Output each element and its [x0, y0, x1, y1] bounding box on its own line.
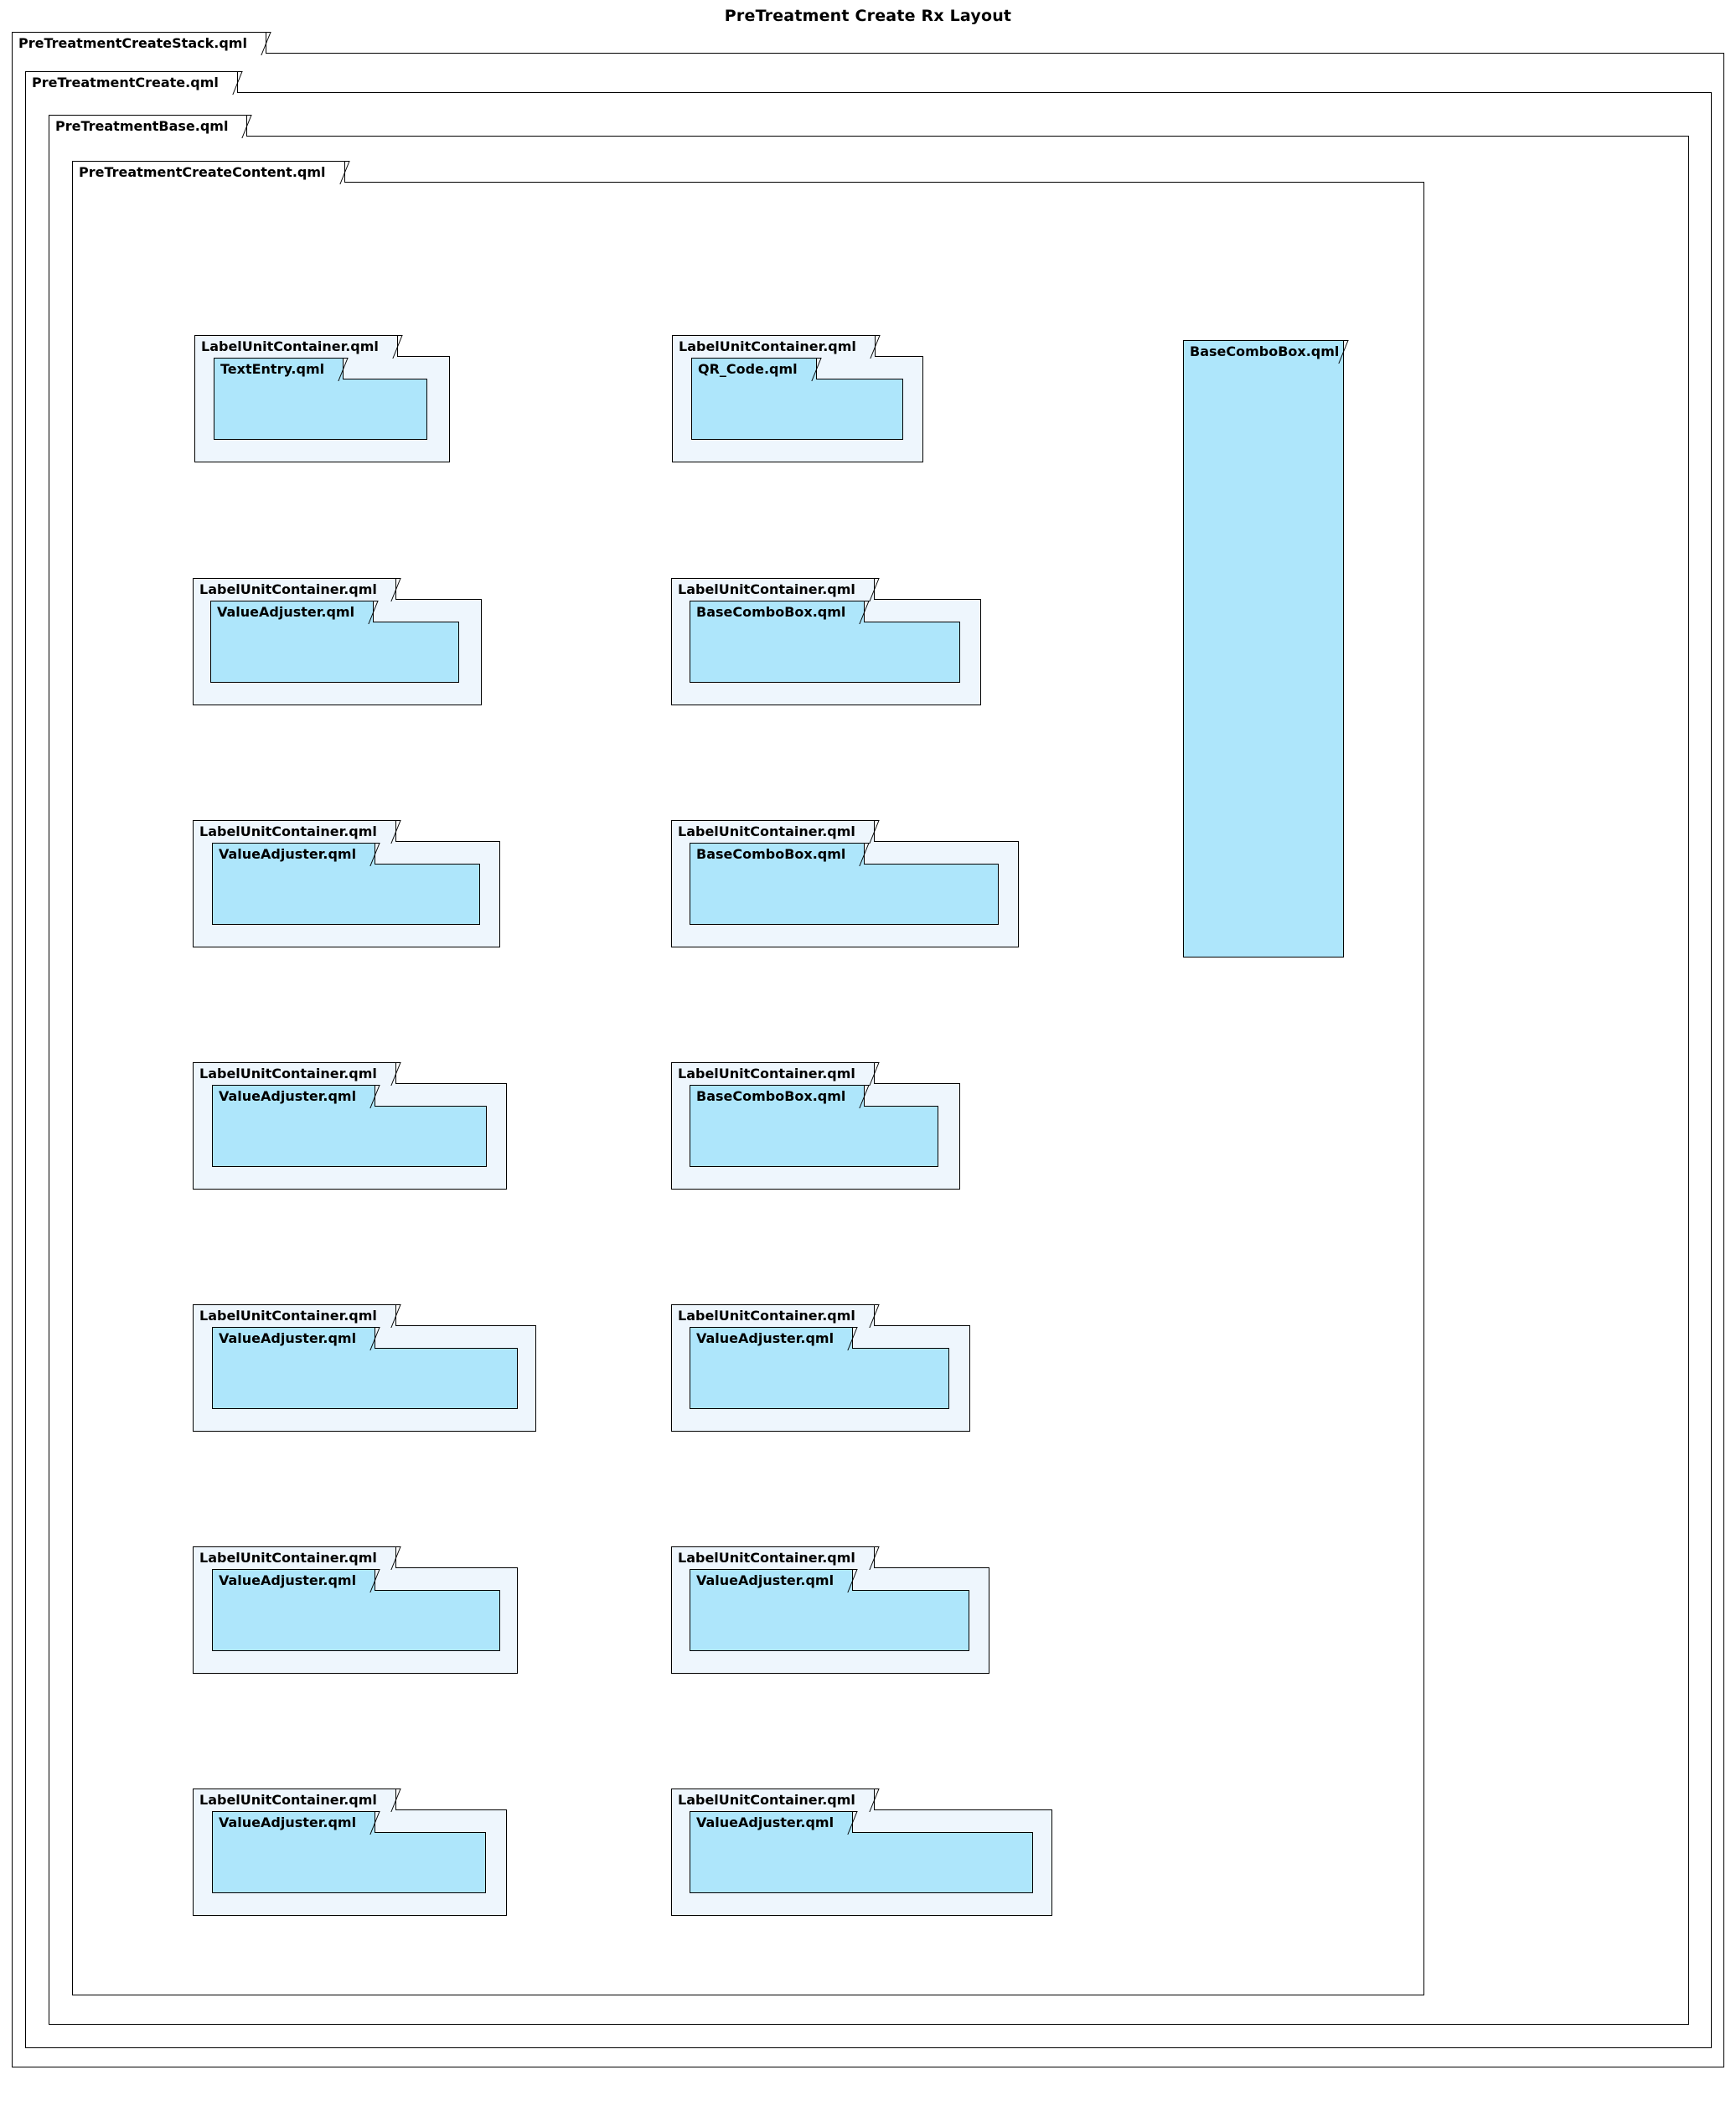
- package-body: [690, 622, 960, 683]
- package-tab-label: PreTreatmentCreateContent.qml: [72, 161, 345, 183]
- package-tab-label: LabelUnitContainer.qml: [193, 1546, 396, 1568]
- package-tab-label: LabelUnitContainer.qml: [672, 335, 876, 357]
- package-body: [212, 1590, 500, 1651]
- package-tab-label: LabelUnitContainer.qml: [193, 820, 396, 842]
- package-tab-label: LabelUnitContainer.qml: [671, 1789, 875, 1810]
- package-tab-label: QR_Code.qml: [691, 358, 817, 379]
- package-body: [690, 864, 999, 925]
- package-body: [212, 1832, 486, 1893]
- package-tab-label: ValueAdjuster.qml: [210, 601, 375, 622]
- package-tab-label: ValueAdjuster.qml: [212, 1327, 376, 1349]
- package-body: [691, 379, 903, 440]
- package-tab-label: BaseComboBox.qml: [690, 601, 865, 622]
- package-valueadjuster: ValueAdjuster.qml: [690, 1569, 969, 1651]
- package-tab-label: ValueAdjuster.qml: [690, 1811, 854, 1833]
- package-tab-label: ValueAdjuster.qml: [212, 843, 376, 865]
- package-tab-label: ValueAdjuster.qml: [212, 1811, 376, 1833]
- package-tab-label: BaseComboBox.qml: [1183, 340, 1344, 362]
- page-title: PreTreatment Create Rx Layout: [724, 7, 1012, 25]
- package-body: [210, 622, 459, 683]
- package-body: [690, 1590, 969, 1651]
- package-tab-label: LabelUnitContainer.qml: [671, 820, 875, 842]
- package-body: [690, 1348, 949, 1409]
- package-body: [690, 1106, 938, 1167]
- package-body: [690, 1832, 1033, 1893]
- package-tab-label: PreTreatmentBase.qml: [49, 115, 248, 137]
- package-body: [1183, 361, 1344, 958]
- package-tab-label: ValueAdjuster.qml: [212, 1085, 376, 1107]
- package-valueadjuster: ValueAdjuster.qml: [212, 1327, 518, 1409]
- package-tab-label: LabelUnitContainer.qml: [671, 578, 875, 600]
- package-valueadjuster: ValueAdjuster.qml: [212, 1569, 500, 1651]
- package-basecombobox: BaseComboBox.qml: [690, 843, 999, 925]
- package-tab-label: LabelUnitContainer.qml: [193, 1304, 396, 1326]
- package-qrcode: QR_Code.qml: [691, 358, 903, 440]
- package-tab-label: PreTreatmentCreate.qml: [25, 71, 238, 93]
- package-textentry: TextEntry.qml: [214, 358, 427, 440]
- package-tab-label: LabelUnitContainer.qml: [193, 578, 396, 600]
- package-body: [212, 1106, 487, 1167]
- package-tab-label: ValueAdjuster.qml: [690, 1327, 854, 1349]
- package-tab-label: ValueAdjuster.qml: [212, 1569, 376, 1591]
- package-valueadjuster: ValueAdjuster.qml: [212, 1811, 486, 1893]
- package-tab-label: LabelUnitContainer.qml: [671, 1546, 875, 1568]
- package-tab-label: LabelUnitContainer.qml: [671, 1304, 875, 1326]
- package-tab-label: LabelUnitContainer.qml: [671, 1062, 875, 1084]
- package-body: [212, 1348, 518, 1409]
- package-tab-label: ValueAdjuster.qml: [690, 1569, 854, 1591]
- package-valueadjuster: ValueAdjuster.qml: [212, 1085, 487, 1167]
- package-tab-label: LabelUnitContainer.qml: [193, 1789, 396, 1810]
- package-basecombobox-prescription[interactable]: BaseComboBox.qml Edit Select Clear: [1183, 340, 1344, 958]
- package-body: [214, 379, 427, 440]
- package-tab-label: PreTreatmentCreateStack.qml: [12, 32, 266, 54]
- package-body: [212, 864, 480, 925]
- package-tab-label: BaseComboBox.qml: [690, 843, 865, 865]
- package-tab-label: BaseComboBox.qml: [690, 1085, 865, 1107]
- package-tab-label: LabelUnitContainer.qml: [194, 335, 398, 357]
- package-tab-label: TextEntry.qml: [214, 358, 344, 379]
- package-tab-label: LabelUnitContainer.qml: [193, 1062, 396, 1084]
